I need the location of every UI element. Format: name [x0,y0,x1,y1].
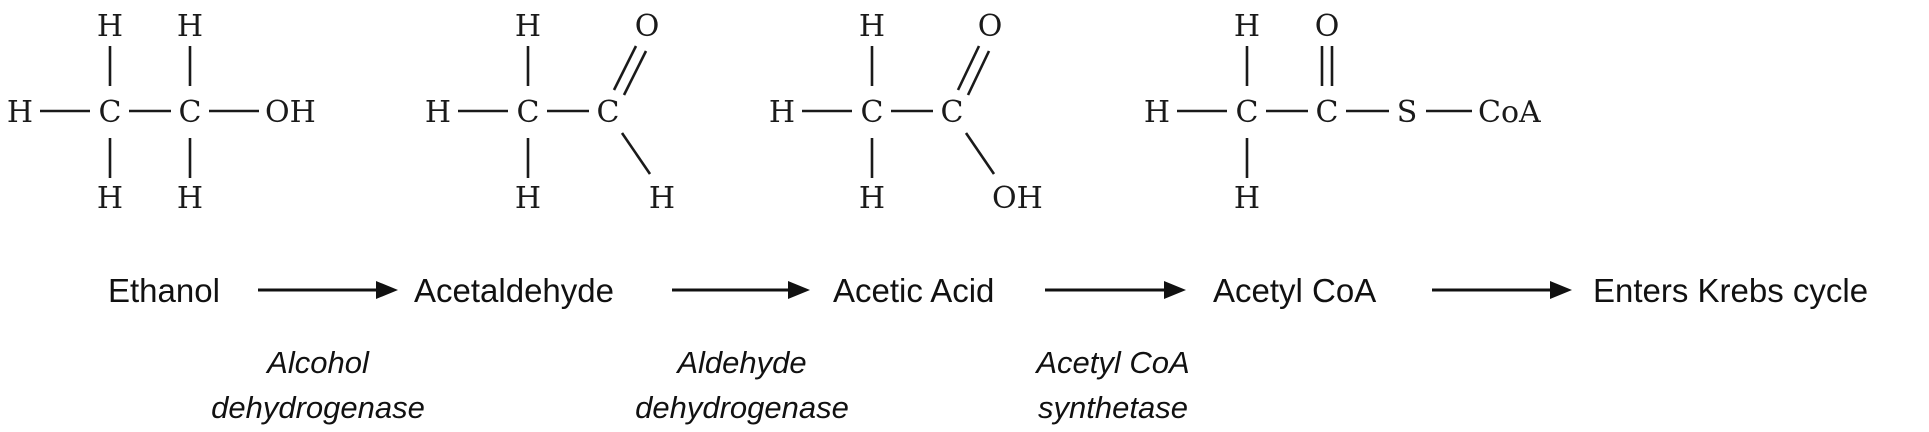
acetaldehyde-atom-h-top: H [515,9,541,44]
arrow-3 [1045,281,1186,299]
acetaldehyde-bond [620,132,652,175]
ethanol-atom-h-bot-1: H [97,181,123,216]
acetic-acid-atom-c1: C [861,95,884,130]
acetaldehyde-structure: H O H C C H H [425,9,675,216]
step-ethanol: Ethanol [108,272,220,309]
acetyl-coa-structure: H O H C C S CoA H [1144,9,1541,216]
ethanol-structure: H H H C C OH H H [7,9,316,216]
ethanol-atom-h-bot-2: H [177,181,203,216]
acetic-acid-double-bond [956,45,981,91]
ethanol-atom-h-top-2: H [177,9,203,44]
enzyme-2-line-1: Aldehyde [675,345,806,380]
acetaldehyde-atom-h-left: H [425,95,451,130]
enzyme-1-line-1: Alcohol [265,345,370,380]
acetyl-coa-atom-h-left: H [1144,95,1170,130]
enzyme-1-line-2: dehydrogenase [211,390,425,425]
acetic-acid-atom-c2: C [941,95,964,130]
arrow-1 [258,281,398,299]
acetic-acid-atom-oh: OH [992,181,1043,216]
acetyl-coa-atom-s: S [1397,95,1418,130]
acetyl-coa-atom-c1: C [1236,95,1259,130]
acetic-acid-atom-h-left: H [769,95,795,130]
arrow-2 [672,281,810,299]
acetaldehyde-atom-h-bot-1: H [515,181,541,216]
ethanol-atom-h-left: H [7,95,33,130]
acetic-acid-atom-o-top: O [978,9,1003,44]
acetyl-coa-atom-h-top: H [1234,9,1260,44]
acetyl-coa-atom-c2: C [1316,95,1339,130]
acetic-acid-atom-h-top: H [859,9,885,44]
enzymes: Alcohol dehydrogenase Aldehyde dehydroge… [211,345,1190,425]
step-acetaldehyde: Acetaldehyde [414,272,614,309]
acetic-acid-atom-h-bot: H [859,181,885,216]
acetyl-coa-atom-coa: CoA [1478,95,1541,130]
acetaldehyde-atom-c2: C [597,95,620,130]
acetyl-coa-atom-h-bot: H [1234,181,1260,216]
arrow-4 [1432,281,1572,299]
step-acetyl-coa: Acetyl CoA [1213,272,1376,309]
acetaldehyde-atom-c1: C [517,95,540,130]
acetyl-coa-atom-o-top: O [1315,9,1340,44]
acetaldehyde-double-bond [612,45,638,91]
acetic-acid-double-bond [966,50,991,96]
pathway-row: Ethanol Acetaldehyde Acetic Acid Acetyl … [108,272,1868,309]
ethanol-atom-oh: OH [265,95,316,130]
acetaldehyde-atom-h-bot-2: H [649,181,675,216]
ethanol-atom-c1: C [99,95,122,130]
enzyme-3-line-2: synthetase [1038,390,1188,425]
ethanol-atom-h-top-1: H [97,9,123,44]
acetaldehyde-double-bond [622,50,648,96]
step-acetic-acid: Acetic Acid [833,272,994,309]
acetic-acid-structure: H O H C C H OH [769,9,1043,216]
step-enters-krebs-cycle: Enters Krebs cycle [1593,272,1868,309]
ethanol-atom-c2: C [179,95,202,130]
enzyme-3-line-1: Acetyl CoA [1034,345,1189,380]
acetaldehyde-atom-o-top: O [635,9,660,44]
acetic-acid-bond [964,132,996,175]
enzyme-2-line-2: dehydrogenase [635,390,849,425]
